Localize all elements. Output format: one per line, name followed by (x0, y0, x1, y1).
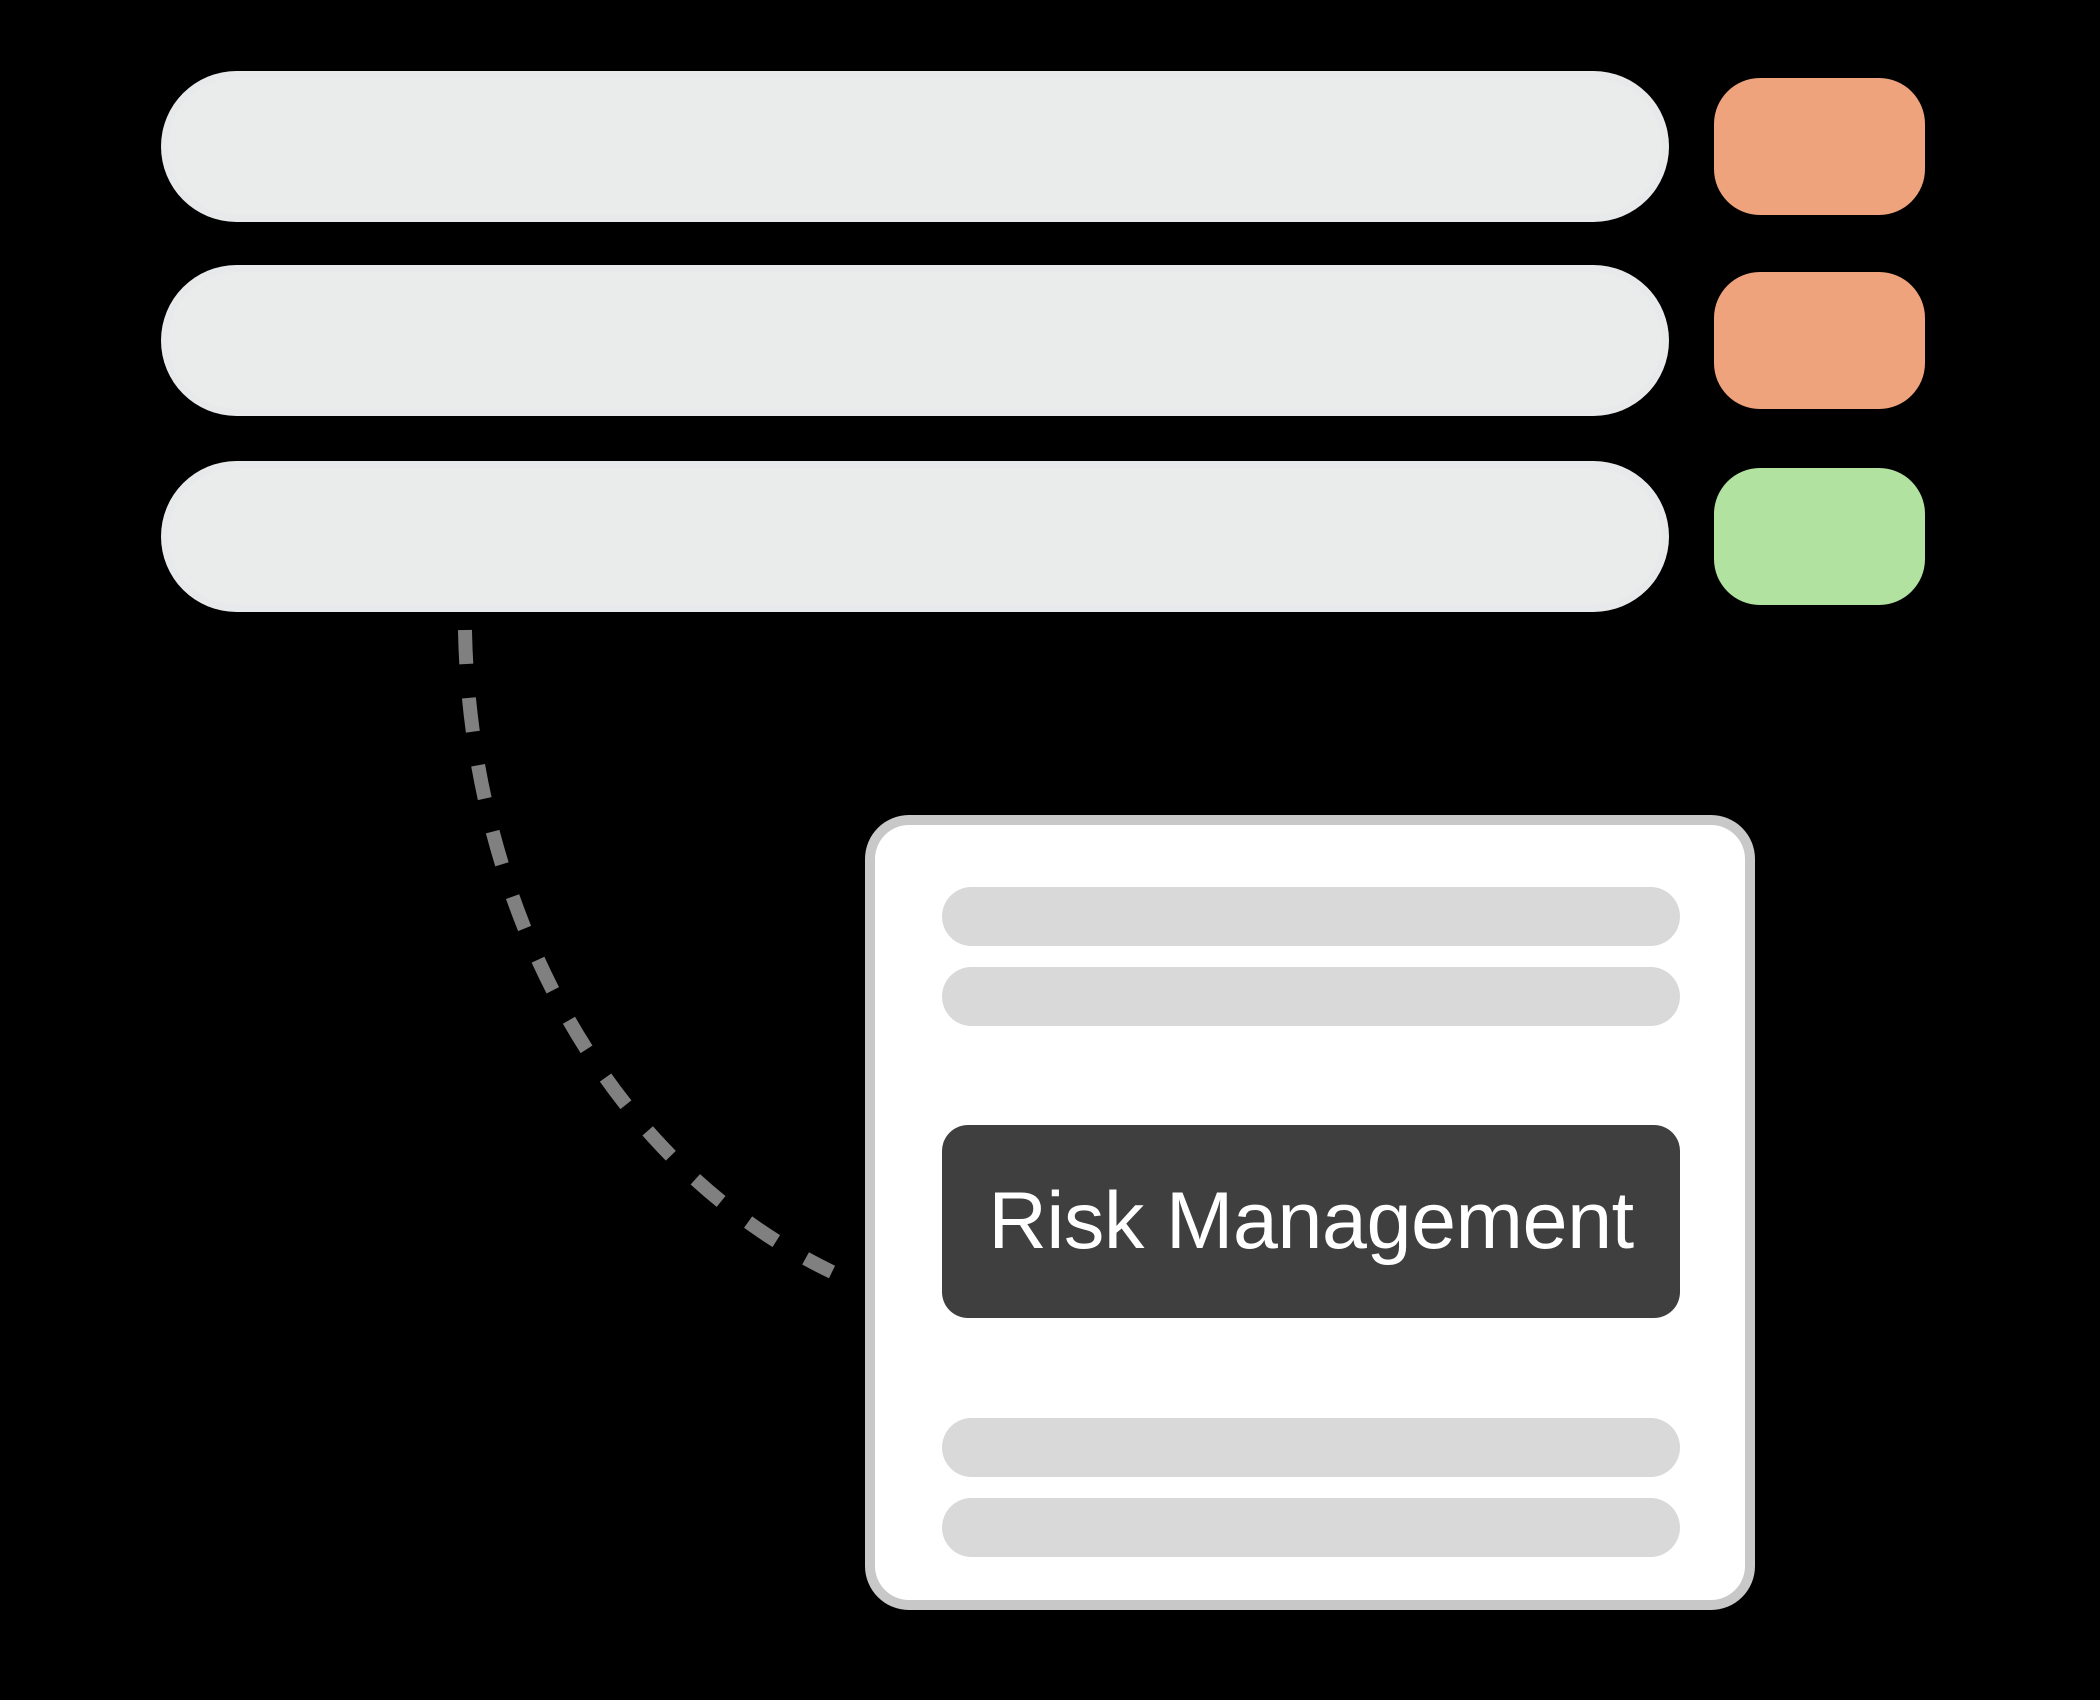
status-pill-1[interactable] (1714, 78, 1925, 215)
risk-management-card[interactable]: Risk Management (875, 825, 1745, 1600)
row-2-placeholder-bar[interactable] (168, 272, 1662, 409)
card-placeholder-bar-3 (942, 1418, 1680, 1477)
row-3-placeholder-bar[interactable] (168, 468, 1662, 605)
risk-management-button-label: Risk Management (988, 1176, 1634, 1266)
connector-path (458, 629, 836, 1279)
card-placeholder-bar-1 (942, 887, 1680, 946)
status-pill-3[interactable] (1714, 468, 1925, 605)
card-placeholder-bar-2 (942, 967, 1680, 1026)
card-placeholder-bar-4 (942, 1498, 1680, 1557)
status-pill-2[interactable] (1714, 272, 1925, 409)
row-1-placeholder-bar[interactable] (168, 78, 1662, 215)
risk-management-button[interactable]: Risk Management (942, 1125, 1680, 1318)
